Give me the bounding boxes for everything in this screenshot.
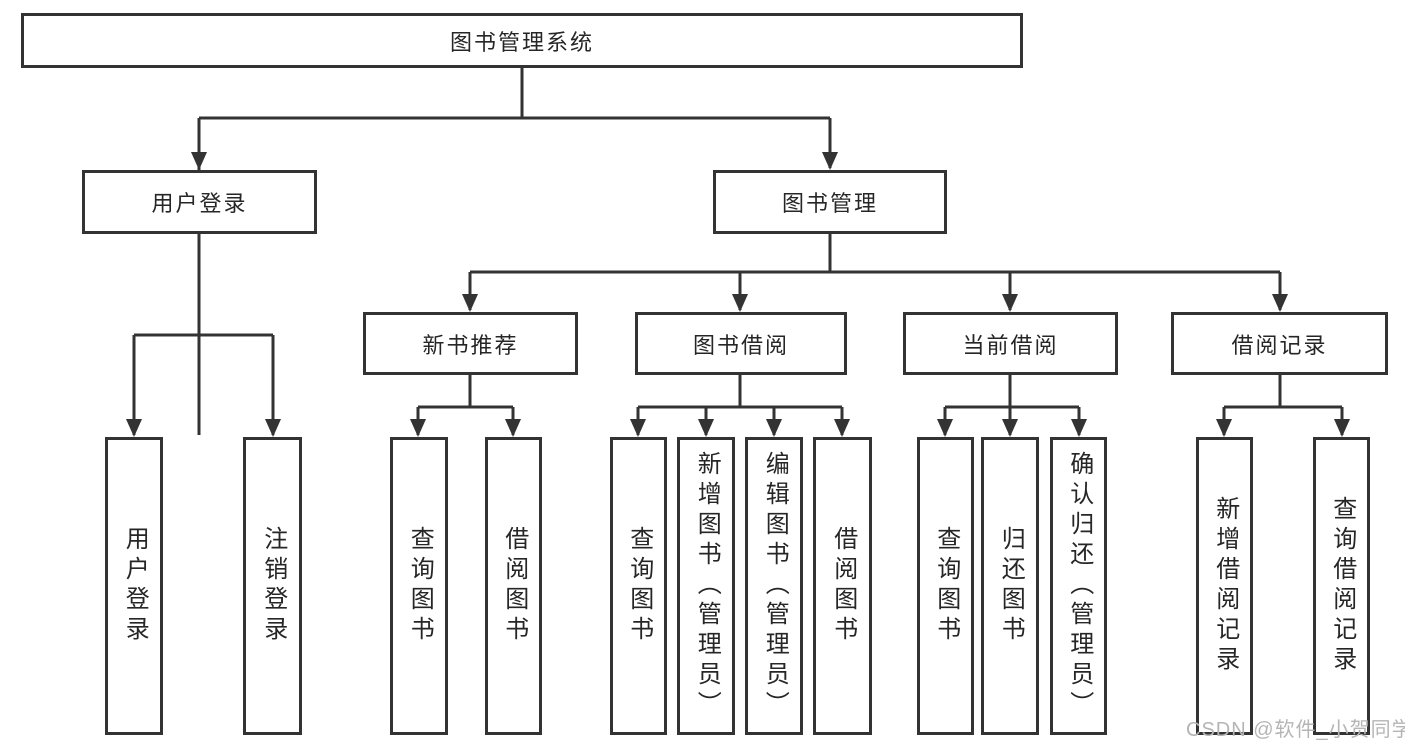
arrowhead-leaf-add-record xyxy=(1216,419,1232,437)
leaf-query-books-1: 查询图书 xyxy=(390,437,448,735)
node-label: 新书推荐 xyxy=(422,332,519,358)
node-label: 用户登录 xyxy=(151,191,248,216)
connector-root-to-level1 xyxy=(197,68,832,435)
leaf-borrow-books-1: 借阅图书 xyxy=(485,437,542,735)
leaf-label: 用户登录 xyxy=(121,526,149,646)
arrowhead-new-books xyxy=(462,294,478,312)
arrowhead-leaf-return-books xyxy=(1002,419,1018,437)
arrowhead-leaf-edit-book xyxy=(766,419,782,437)
node-new-book-recommend: 新书推荐 xyxy=(363,312,578,375)
leaf-label: 查询借阅记录 xyxy=(1328,496,1356,676)
arrowheads xyxy=(126,152,1350,437)
arrowhead-user-login xyxy=(191,152,207,170)
leaf-confirm-return-admin: 确认归还（管理员） xyxy=(1050,437,1107,735)
node-label: 借阅记录 xyxy=(1231,332,1328,358)
node-label: 图书借阅 xyxy=(692,332,789,358)
node-current-borrowing: 当前借阅 xyxy=(903,312,1118,375)
leaf-edit-book-admin: 编辑图书（管理员） xyxy=(745,437,803,735)
leaf-label: 确认归还（管理员） xyxy=(1065,451,1093,721)
leaf-label: 借阅图书 xyxy=(829,526,857,646)
arrowhead-borrow-records xyxy=(1272,294,1288,312)
arrowhead-leaf-add-book xyxy=(698,419,714,437)
leaf-borrow-books-2: 借阅图书 xyxy=(813,437,872,735)
arrowhead-leaf-query-books-2 xyxy=(630,419,646,437)
arrowhead-leaf-query-record xyxy=(1334,419,1350,437)
leaf-label: 新增图书（管理员） xyxy=(693,451,721,721)
arrowhead-leaf-logout xyxy=(265,419,281,437)
csdn-watermark: CSDN @软件_小贺同学 xyxy=(1186,719,1405,741)
arrowhead-leaf-query-books-3 xyxy=(937,419,953,437)
node-book-management: 图书管理 xyxy=(713,170,947,234)
leaf-label: 编辑图书（管理员） xyxy=(761,451,789,721)
arrowhead-book-borrow xyxy=(732,294,748,312)
node-label: 图书管理系统 xyxy=(449,29,594,55)
leaf-label: 借阅图书 xyxy=(500,526,528,646)
arrowhead-current-borrow xyxy=(1002,294,1018,312)
node-system-root: 图书管理系统 xyxy=(21,13,1023,68)
leaf-return-books: 归还图书 xyxy=(981,437,1039,735)
node-label: 图书管理 xyxy=(781,191,878,216)
arrowhead-leaf-user-login xyxy=(126,419,142,437)
leaf-query-books-2: 查询图书 xyxy=(610,437,667,735)
leaf-query-borrow-record: 查询借阅记录 xyxy=(1313,437,1370,735)
arrowhead-leaf-borrow-books-2 xyxy=(834,419,850,437)
arrowhead-leaf-borrow-books-1 xyxy=(505,419,521,437)
leaf-user-login: 用户登录 xyxy=(105,437,163,735)
leaf-logout: 注销登录 xyxy=(243,437,302,735)
leaf-add-borrow-record: 新增借阅记录 xyxy=(1196,437,1253,735)
arrowhead-book-mgmt xyxy=(822,152,838,170)
leaf-label: 注销登录 xyxy=(259,526,287,646)
node-borrow-records: 借阅记录 xyxy=(1171,312,1388,375)
leaf-label: 查询图书 xyxy=(406,526,434,646)
leaf-label: 查询图书 xyxy=(932,526,960,646)
node-label: 当前借阅 xyxy=(962,332,1059,358)
arrowhead-leaf-query-books-1 xyxy=(410,419,426,437)
leaf-label: 查询图书 xyxy=(625,526,653,646)
leaf-label: 新增借阅记录 xyxy=(1211,496,1239,676)
node-book-borrowing: 图书借阅 xyxy=(635,312,847,375)
arrowhead-leaf-confirm-return xyxy=(1071,419,1087,437)
leaf-add-book-admin: 新增图书（管理员） xyxy=(677,437,735,735)
leaf-label: 归还图书 xyxy=(997,526,1025,646)
leaf-query-books-3: 查询图书 xyxy=(917,437,974,735)
node-user-login: 用户登录 xyxy=(82,170,317,234)
